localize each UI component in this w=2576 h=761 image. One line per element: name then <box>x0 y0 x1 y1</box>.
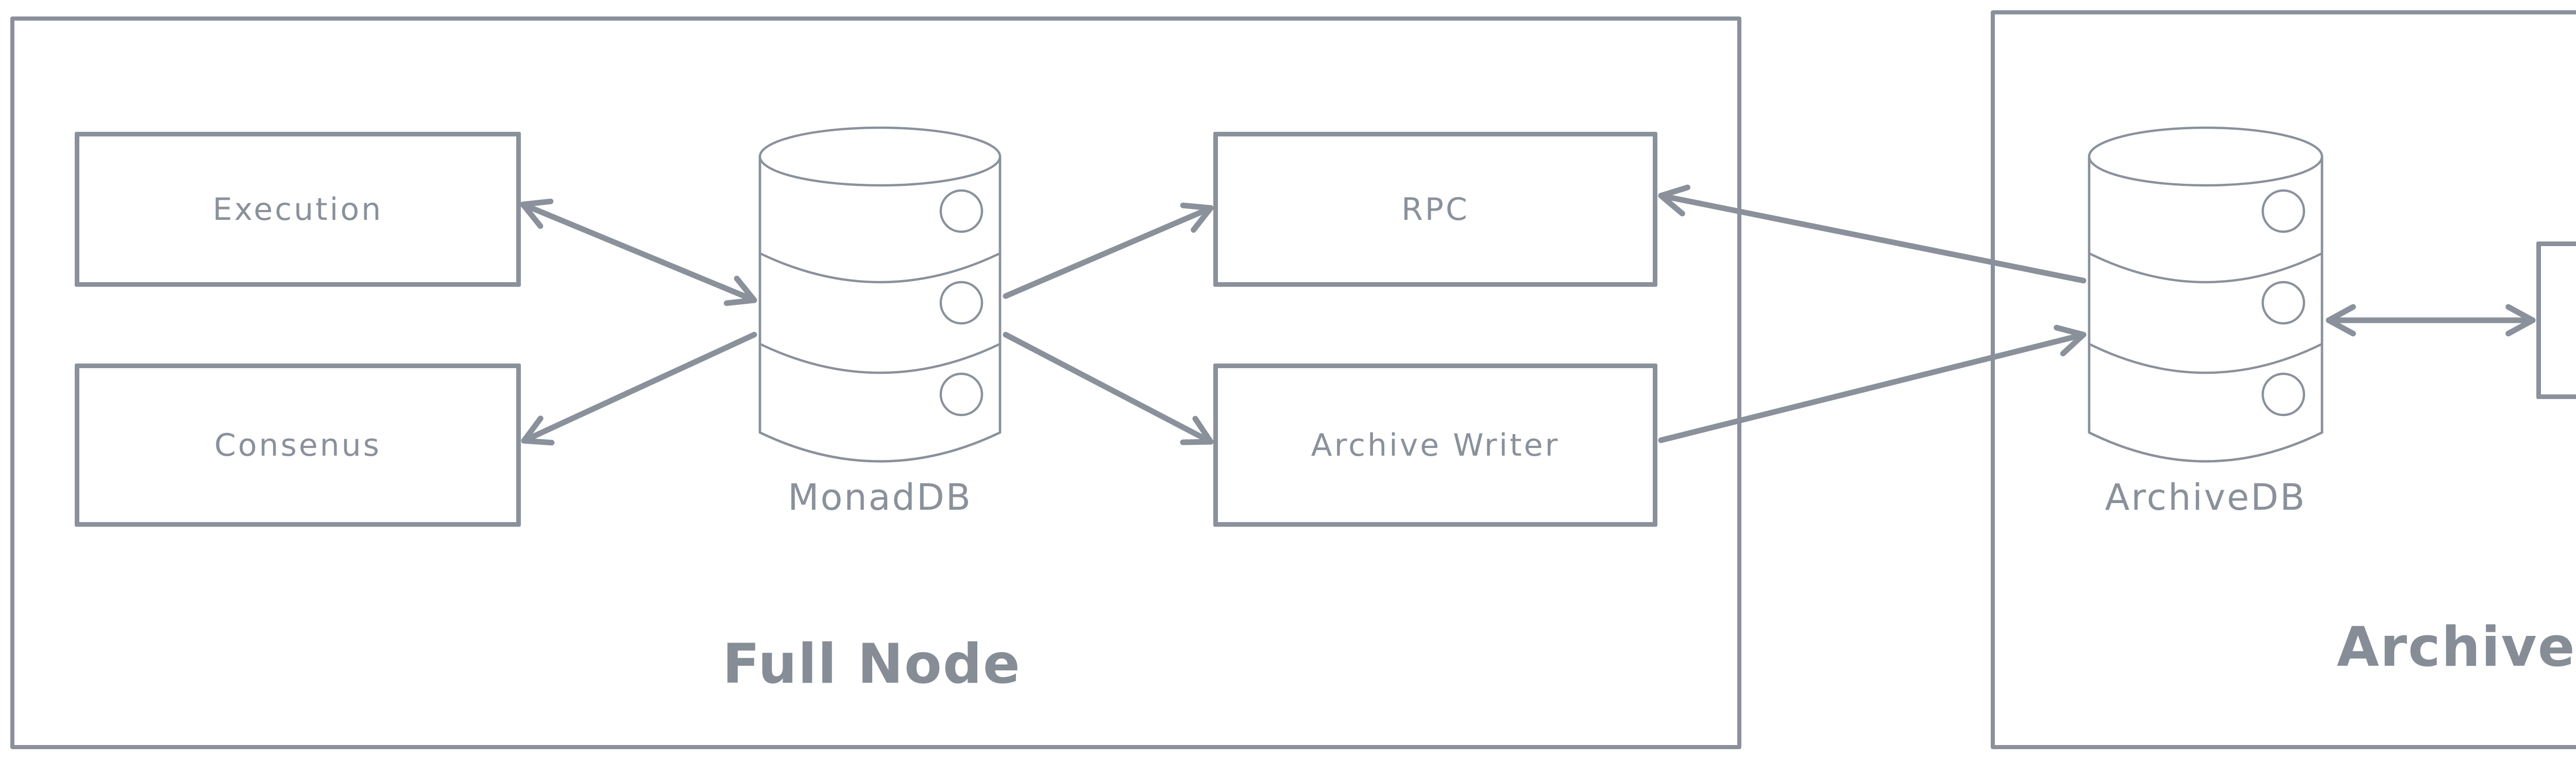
node-rpc-label: RPC <box>1401 191 1469 228</box>
node-execution: Execution <box>75 132 521 287</box>
database-monaddb <box>756 124 1004 469</box>
node-execution-label: Execution <box>212 191 383 228</box>
node-archive-writer: Archive Writer <box>1213 364 1657 527</box>
archive-server-title: Archive Server <box>2336 615 2576 679</box>
database-archivedb-label: ArchiveDB <box>2105 476 2307 518</box>
monaddb-database-icon <box>758 126 1002 463</box>
node-consenus-label: Consenus <box>214 427 382 463</box>
archivedb-database-icon <box>2088 126 2324 463</box>
node-archive-writer-label: Archive Writer <box>1311 427 1560 463</box>
full-node-title: Full Node <box>722 632 1021 696</box>
node-rpc: RPC <box>1213 132 1657 287</box>
node-consenus: Consenus <box>75 364 521 527</box>
database-archivedb <box>2086 124 2326 469</box>
node-indexer: Indexer <box>2536 241 2576 399</box>
database-monaddb-label: MonadDB <box>788 476 972 518</box>
